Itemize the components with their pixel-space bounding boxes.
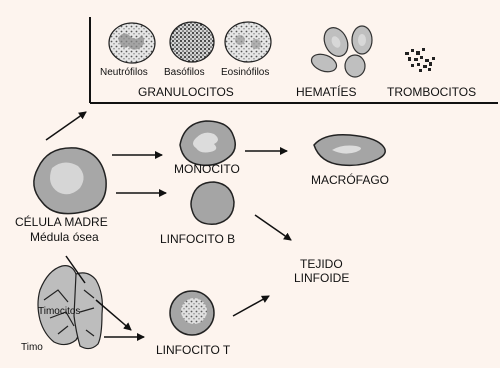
hematies-label: HEMATÍES: [296, 86, 356, 98]
linfocito-b-cell: [191, 182, 234, 224]
hematies-cells: [309, 24, 372, 77]
timo-label: Timo: [21, 343, 43, 353]
trombocitos-particles: [405, 48, 435, 72]
stem-cell: [34, 148, 106, 214]
monocito-cell: [180, 121, 235, 165]
macrofago-cell: [314, 135, 385, 166]
eosinofilo-cell: [225, 22, 271, 62]
neutrofilos-label: Neutrófilos: [100, 68, 148, 78]
basofilos-label: Basófilos: [164, 68, 205, 78]
monocito-label: MONOCITO: [174, 163, 240, 175]
macrofago-label: MACRÓFAGO: [311, 174, 389, 186]
neutrofilo-cell: [109, 23, 155, 63]
arrow-linfocito-t-to-tejido: [233, 296, 269, 316]
tejido-label: TEJIDO: [300, 258, 343, 270]
linfocito-t-cell: [170, 291, 214, 335]
stem-cell-origin-label: Médula ósea: [30, 231, 99, 243]
trombocitos-label: TROMBOCITOS: [387, 86, 476, 98]
stem-cell-label: CÉLULA MADRE: [15, 216, 108, 228]
linfoide-label: LINFOIDE: [294, 272, 349, 284]
linfocito-b-label: LINFOCITO B: [160, 233, 235, 245]
arrow-stem-to-granulocytes: [46, 112, 86, 140]
arrow-linfocito-b-to-tejido: [255, 215, 291, 240]
linfocito-t-label: LINFOCITO T: [156, 344, 230, 356]
eosinofilos-label: Eosinófilos: [221, 68, 269, 78]
basofilo-cell: [170, 22, 214, 62]
granulocitos-label: GRANULOCITOS: [138, 86, 234, 98]
timocitos-label: Timocitos: [38, 307, 80, 317]
